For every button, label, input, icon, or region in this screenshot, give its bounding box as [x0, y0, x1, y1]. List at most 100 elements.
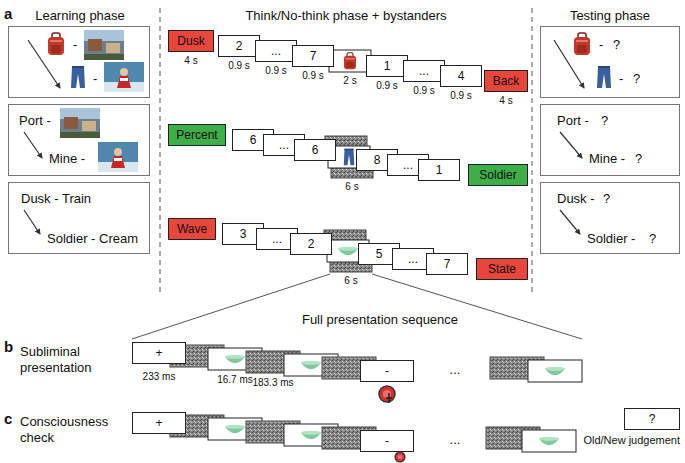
card-text: 6	[250, 133, 257, 147]
digit-card: 2	[290, 233, 332, 255]
duration-label: 183.3 ms	[252, 377, 293, 389]
pair-text: ?	[613, 37, 620, 52]
pair-text: ?	[649, 231, 656, 246]
duration-label: 6 s	[345, 181, 358, 193]
pair-text: -	[93, 71, 97, 86]
card-text: Percent	[176, 128, 217, 142]
test-pair-box: Dusk -? Soldier -?	[540, 182, 680, 254]
response-card: -	[360, 360, 414, 382]
think-cue-card: State	[476, 258, 528, 280]
card-text: 2	[308, 237, 315, 251]
duration-label: 0.9 s	[265, 65, 287, 77]
card-text: +	[155, 416, 162, 430]
judgement-card: ? Old/New judgement	[585, 408, 680, 460]
question-box: ?	[624, 408, 680, 430]
duration-label: 16.7 ms	[217, 374, 253, 386]
fixation-card: +	[132, 342, 186, 364]
phase-heading: Testing phase	[570, 8, 650, 24]
card-text: 5	[376, 247, 383, 261]
card-text: ...	[271, 44, 281, 58]
card-text: ...	[403, 158, 413, 172]
judgement-text: Old/New judgement	[583, 434, 680, 447]
panel-letter: a	[4, 5, 12, 23]
response-card: -	[360, 430, 414, 452]
pair-text: Port -	[19, 113, 51, 128]
card-text: ...	[408, 252, 418, 266]
think-cue-card: Dusk	[168, 30, 214, 52]
card-text: 6	[312, 143, 319, 157]
card-text: 1	[384, 59, 391, 73]
card-text: ?	[649, 412, 656, 426]
pair-text: -	[599, 37, 603, 52]
ellipsis: ...	[450, 432, 461, 448]
digit-card: 6	[294, 139, 336, 161]
card-text: State	[488, 262, 516, 276]
duration-label: 0.9 s	[376, 80, 398, 92]
pair-text: Soldier -	[587, 231, 635, 246]
think-cue-card: Wave	[168, 218, 216, 240]
condition-name: Consciousness check	[20, 414, 120, 445]
digit-card: 1	[418, 159, 460, 181]
digit-card: ...	[403, 60, 445, 82]
card-text: -	[385, 434, 389, 448]
card-text: ...	[279, 138, 289, 152]
pair-text: ?	[601, 113, 608, 128]
sequence-heading: Full presentation sequence	[302, 312, 458, 328]
pair-text: ?	[603, 191, 610, 206]
duration-label: 233 ms	[143, 371, 176, 383]
test-pair-box: -?-?	[540, 26, 680, 98]
learning-pair-box: Port - Mine -	[8, 104, 150, 176]
digit-card: 7	[426, 253, 468, 275]
pair-text: Dusk - Train	[21, 191, 91, 206]
duration-label: 6 s	[344, 275, 357, 287]
duration-label: 0.9 s	[228, 60, 250, 72]
pair-text: Dusk -	[557, 191, 595, 206]
bystander-cue-card: Percent	[168, 124, 226, 146]
card-text: 3	[240, 227, 247, 241]
card-text: +	[155, 346, 162, 360]
pair-text: ?	[633, 71, 640, 86]
think-cue-card: Back	[484, 70, 528, 92]
card-text: Back	[493, 74, 520, 88]
pair-text: -	[73, 37, 77, 52]
bystander-cue-card: Soldier	[468, 164, 528, 186]
phase-heading: Think/No-think phase + bystanders	[245, 8, 446, 24]
duration-label: 0.9 s	[413, 85, 435, 97]
duration-label: 4 s	[499, 95, 512, 107]
ellipsis: ...	[450, 362, 461, 378]
phase-heading: Learning phase	[35, 8, 125, 24]
card-text: -	[385, 364, 389, 378]
card-text: 8	[374, 153, 381, 167]
panel-letter: b	[4, 338, 13, 356]
panel-letter: c	[4, 410, 12, 428]
card-text: 4	[458, 69, 465, 83]
duration-label: 4 s	[184, 55, 197, 67]
pair-text: Mine -	[49, 151, 85, 166]
card-text: 7	[310, 49, 317, 63]
digit-card: ...	[255, 40, 297, 62]
card-text: Soldier	[479, 168, 516, 182]
pair-text: ?	[635, 151, 642, 166]
learning-pair-box: Dusk - TrainSoldier - Cream	[8, 182, 150, 254]
card-text: Dusk	[177, 34, 204, 48]
test-pair-box: Port -? Mine -?	[540, 104, 680, 176]
card-text: 1	[436, 163, 443, 177]
learning-pair-box: --	[8, 26, 150, 98]
card-text: Wave	[177, 222, 207, 236]
duration-label: 0.9 s	[450, 90, 472, 102]
card-text: 2	[236, 39, 243, 53]
pair-text: Port -	[557, 113, 589, 128]
digit-card: 7	[292, 45, 334, 67]
pair-text: -	[619, 71, 623, 86]
digit-card: 4	[440, 65, 482, 87]
digit-card: 2	[218, 35, 260, 57]
digit-card: 1	[366, 55, 408, 77]
card-text: 7	[444, 257, 451, 271]
card-text: ...	[272, 232, 282, 246]
duration-label: 0.9 s	[302, 70, 324, 82]
fixation-card: +	[132, 412, 186, 434]
pair-text: Soldier - Cream	[47, 231, 138, 246]
condition-name: Subliminal presentation	[20, 344, 120, 375]
duration-label: 2 s	[343, 75, 356, 87]
pair-text: Mine -	[589, 151, 625, 166]
